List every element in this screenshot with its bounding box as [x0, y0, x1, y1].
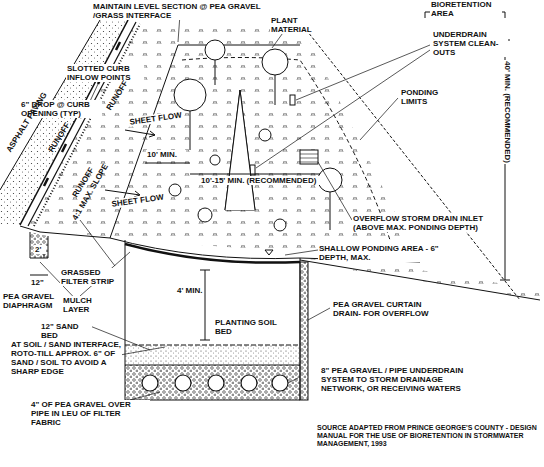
dimension-label: 4' MIN.	[176, 286, 204, 295]
part-label: SHALLOW PONDING AREA - 6" DEPTH, MAX.	[318, 244, 458, 262]
part-label: PONDING LIMITS	[400, 88, 454, 106]
part-label: 8" PEA GRAVEL / PIPE UNDERDRAIN SYSTEM T…	[320, 366, 470, 393]
note-label: AT SOIL / SAND INTERFACE, ROTO-TILL APPR…	[10, 340, 122, 376]
dimension-label: 12"	[30, 278, 50, 287]
dimension-label: 10' MIN.	[146, 150, 186, 159]
part-label: SLOTTED CURB INFLOW POINTS	[66, 64, 144, 82]
dimension-label: 40' MIN. (RECOMMENDED)	[503, 60, 512, 164]
source-note: SOURCE ADAPTED FROM PRINCE GEORGE'S COUN…	[316, 424, 538, 448]
part-label: 12" SAND BED	[40, 322, 92, 340]
area-label: BIORETENTION AREA	[430, 0, 502, 18]
part-label: PEA GRAVEL CURTAIN DRAIN- FOR OVERFLOW	[332, 300, 452, 318]
part-label: PLANT MATERIAL	[270, 16, 322, 34]
part-label: GRASSED FILTER STRIP	[60, 268, 120, 286]
part-label: MULCH LAYER	[62, 296, 114, 314]
note-label: 4" OF PEA GRAVEL OVER PIPE IN LEU OF FIL…	[30, 400, 150, 427]
part-label: PLANTING SOIL BED	[214, 318, 294, 336]
note-label: MAINTAIN LEVEL SECTION @ PEA GRAVEL /GRA…	[92, 2, 282, 20]
part-label: OVERFLOW STORM DRAIN INLET (ABOVE MAX. P…	[352, 214, 502, 232]
dimension-label: 2'	[34, 245, 46, 254]
part-label: PEA GRAVEL DIAPHRAGM	[2, 292, 64, 310]
dimension-label: 10'-15' MIN. (RECOMMENDED)	[200, 176, 320, 185]
part-label: UNDERDRAIN SYSTEM CLEAN-OUTS	[432, 30, 508, 57]
